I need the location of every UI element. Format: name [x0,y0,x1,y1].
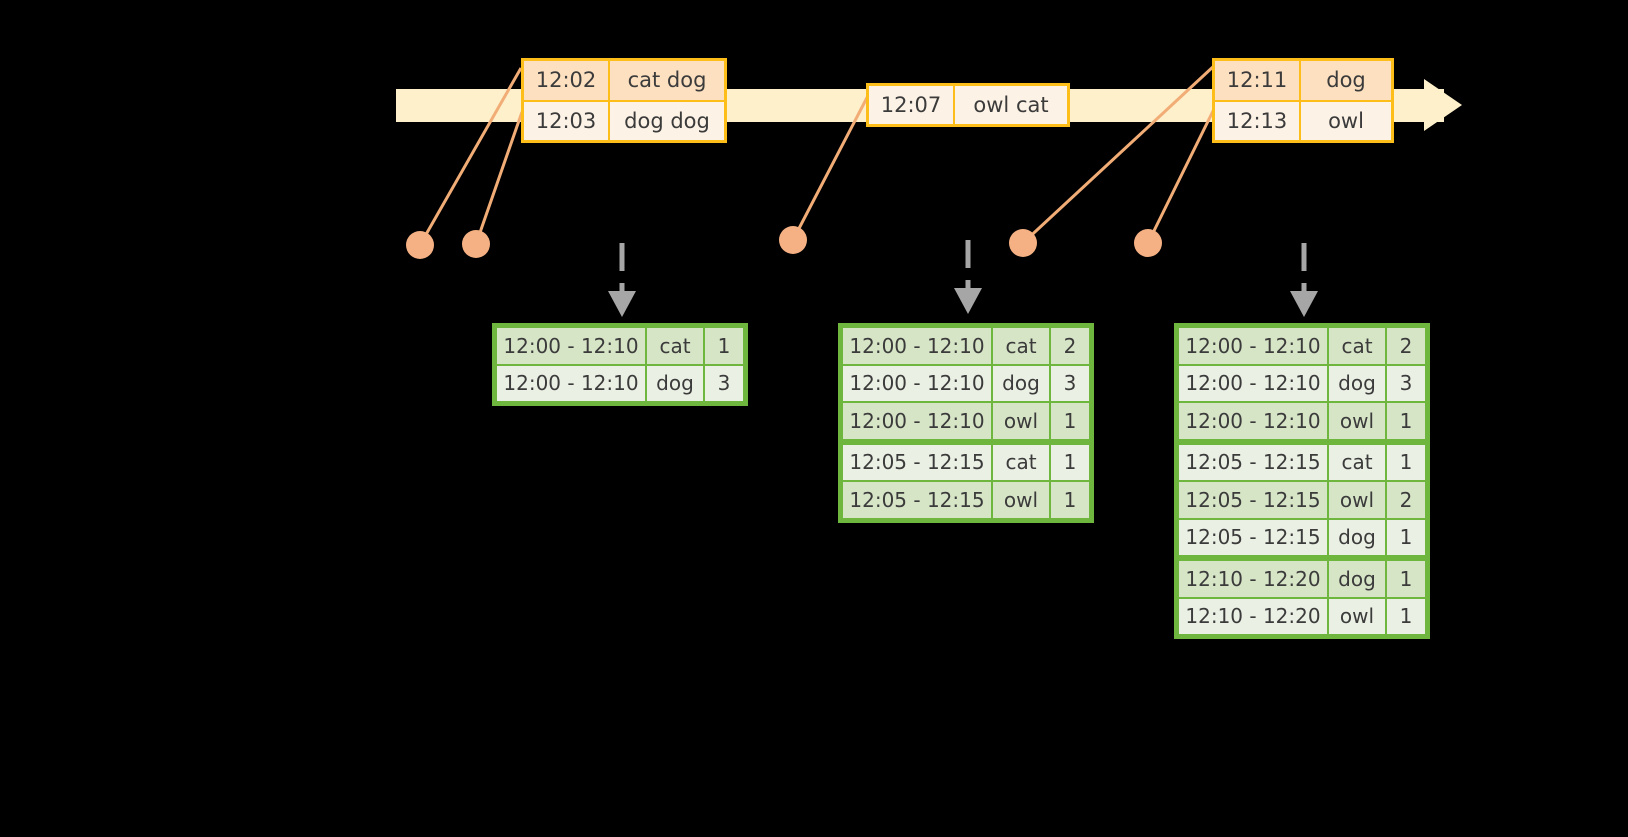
cell-count: 1 [1386,560,1426,598]
cell-count: 3 [704,364,744,402]
cell-window: 12:00 - 12:10 [496,364,646,402]
dashed-arrow-head-1 [608,291,636,317]
event-time: 12:02 [524,61,610,100]
event-row: 12:03 dog dog [524,99,724,140]
cell-key: dog [992,364,1050,402]
cell-count: 3 [1386,364,1426,402]
cell-key: owl [1328,481,1386,519]
cell-window: 12:05 - 12:15 [1178,481,1328,519]
cell-count: 2 [1386,327,1426,365]
cell-count: 3 [1050,364,1090,402]
cell-count: 1 [1386,597,1426,635]
cell-key: cat [646,327,704,365]
cell-key: owl [992,481,1050,519]
event-time: 12:13 [1215,101,1301,140]
event-row: 12:11 dog [1215,61,1391,100]
cell-key: dog [1328,364,1386,402]
cell-key: dog [646,364,704,402]
cell-key: owl [1328,402,1386,440]
cell-key: cat [1328,443,1386,481]
event-time: 12:03 [524,101,610,140]
event-group-1[interactable]: 12:02 cat dog 12:03 dog dog [521,58,727,143]
event-time: 12:11 [1215,61,1301,100]
cell-count: 1 [1050,402,1090,440]
event-value: dog [1301,61,1391,100]
cell-key: owl [1328,597,1386,635]
cell-key: cat [992,327,1050,365]
event-row: 12:02 cat dog [524,61,724,100]
cell-key: cat [992,443,1050,481]
cell-window: 12:05 - 12:15 [842,443,992,481]
cell-window: 12:05 - 12:15 [1178,518,1328,556]
cell-window: 12:00 - 12:10 [842,327,992,365]
cell-window: 12:00 - 12:10 [496,327,646,365]
cell-window: 12:05 - 12:15 [1178,443,1328,481]
cell-count: 1 [1050,443,1090,481]
event-group-2[interactable]: 12:07 owl cat [866,83,1070,127]
cell-key: cat [1328,327,1386,365]
cell-window: 12:10 - 12:20 [1178,597,1328,635]
event-row: 12:07 owl cat [869,86,1067,124]
cell-key: owl [992,402,1050,440]
event-group-3[interactable]: 12:11 dog 12:13 owl [1212,58,1394,143]
cell-count: 1 [1386,443,1426,481]
connector-line-5 [1146,104,1218,244]
cell-count: 2 [1386,481,1426,519]
cell-key: dog [1328,560,1386,598]
cell-window: 12:00 - 12:10 [842,402,992,440]
cell-count: 1 [1386,518,1426,556]
connector-line-2 [474,111,524,245]
event-dot-1 [406,231,434,259]
cell-window: 12:00 - 12:10 [1178,364,1328,402]
cell-key: dog [1328,518,1386,556]
event-value: cat dog [610,61,724,100]
event-time: 12:07 [869,86,955,124]
dashed-arrow-head-2 [954,288,982,314]
cell-window: 12:00 - 12:10 [1178,327,1328,365]
event-value: dog dog [610,101,724,140]
event-dot-4 [1009,229,1037,257]
event-row: 12:13 owl [1215,99,1391,140]
event-dot-2 [462,230,490,258]
event-dot-3 [779,226,807,254]
cell-window: 12:00 - 12:10 [1178,402,1328,440]
dashed-arrow-head-3 [1290,291,1318,317]
cell-count: 1 [1386,402,1426,440]
cell-count: 1 [1050,481,1090,519]
cell-window: 12:00 - 12:10 [842,364,992,402]
cell-window: 12:10 - 12:20 [1178,560,1328,598]
event-dot-5 [1134,229,1162,257]
timeline-arrowhead [1424,79,1462,131]
cell-count: 2 [1050,327,1090,365]
event-value: owl cat [955,86,1067,124]
cell-window: 12:05 - 12:15 [842,481,992,519]
event-value: owl [1301,101,1391,140]
cell-count: 1 [704,327,744,365]
